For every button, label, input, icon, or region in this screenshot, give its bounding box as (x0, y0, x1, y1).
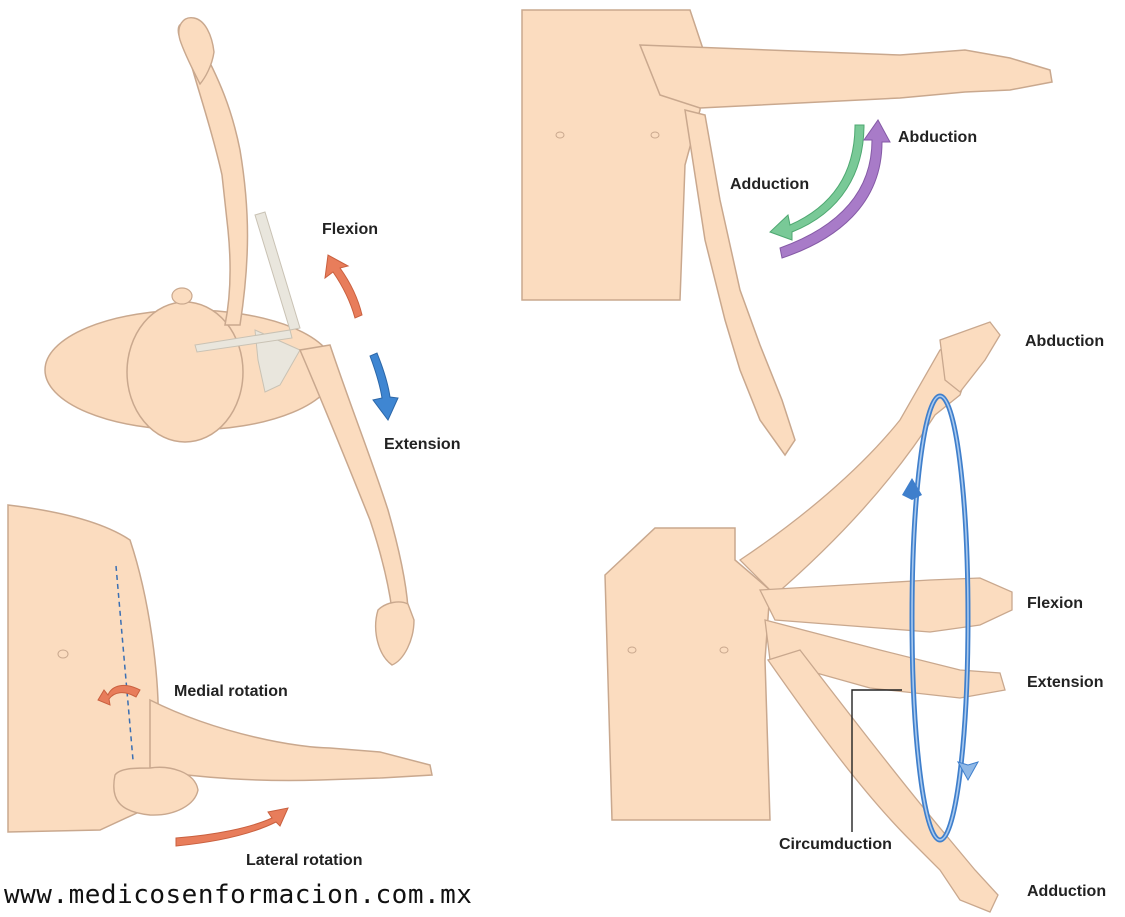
panel-abduction-adduction (522, 10, 1052, 455)
flexion-arrow (325, 255, 362, 318)
lateral-rotation-arrow (176, 808, 288, 846)
humerus-bone (255, 212, 300, 330)
torso-front-lower (605, 528, 770, 820)
label-extension: Extension (384, 437, 460, 453)
label-adduction-top: Adduction (730, 177, 809, 193)
label-flexion: Flexion (322, 222, 378, 238)
fist (114, 767, 198, 815)
nose (172, 288, 192, 304)
hand-lowered (376, 602, 414, 665)
label-abduction-top: Abduction (898, 130, 977, 146)
arm-raised (178, 25, 247, 325)
label-medial-rotation: Medial rotation (174, 684, 288, 700)
arm-adducted (685, 110, 795, 455)
label-adduction-circ: Adduction (1027, 884, 1106, 900)
hand-circ-abduction (940, 322, 1000, 392)
arm-abducted (640, 45, 1052, 108)
label-extension-circ: Extension (1027, 675, 1103, 691)
watermark-url: www.medicosenformacion.com.mx (4, 880, 472, 910)
arm-lowered (300, 345, 408, 610)
panel-circumduction (605, 322, 1012, 912)
forearm-forward (150, 700, 432, 781)
label-flexion-circ: Flexion (1027, 596, 1083, 612)
panel-rotation (8, 505, 432, 846)
label-abduction-circ: Abduction (1025, 334, 1104, 350)
label-lateral-rotation: Lateral rotation (246, 853, 362, 869)
arm-circ-abduction (740, 340, 975, 595)
arm-circ-flexion (760, 578, 1012, 632)
extension-arrow (370, 353, 398, 420)
label-circumduction: Circumduction (779, 837, 892, 853)
